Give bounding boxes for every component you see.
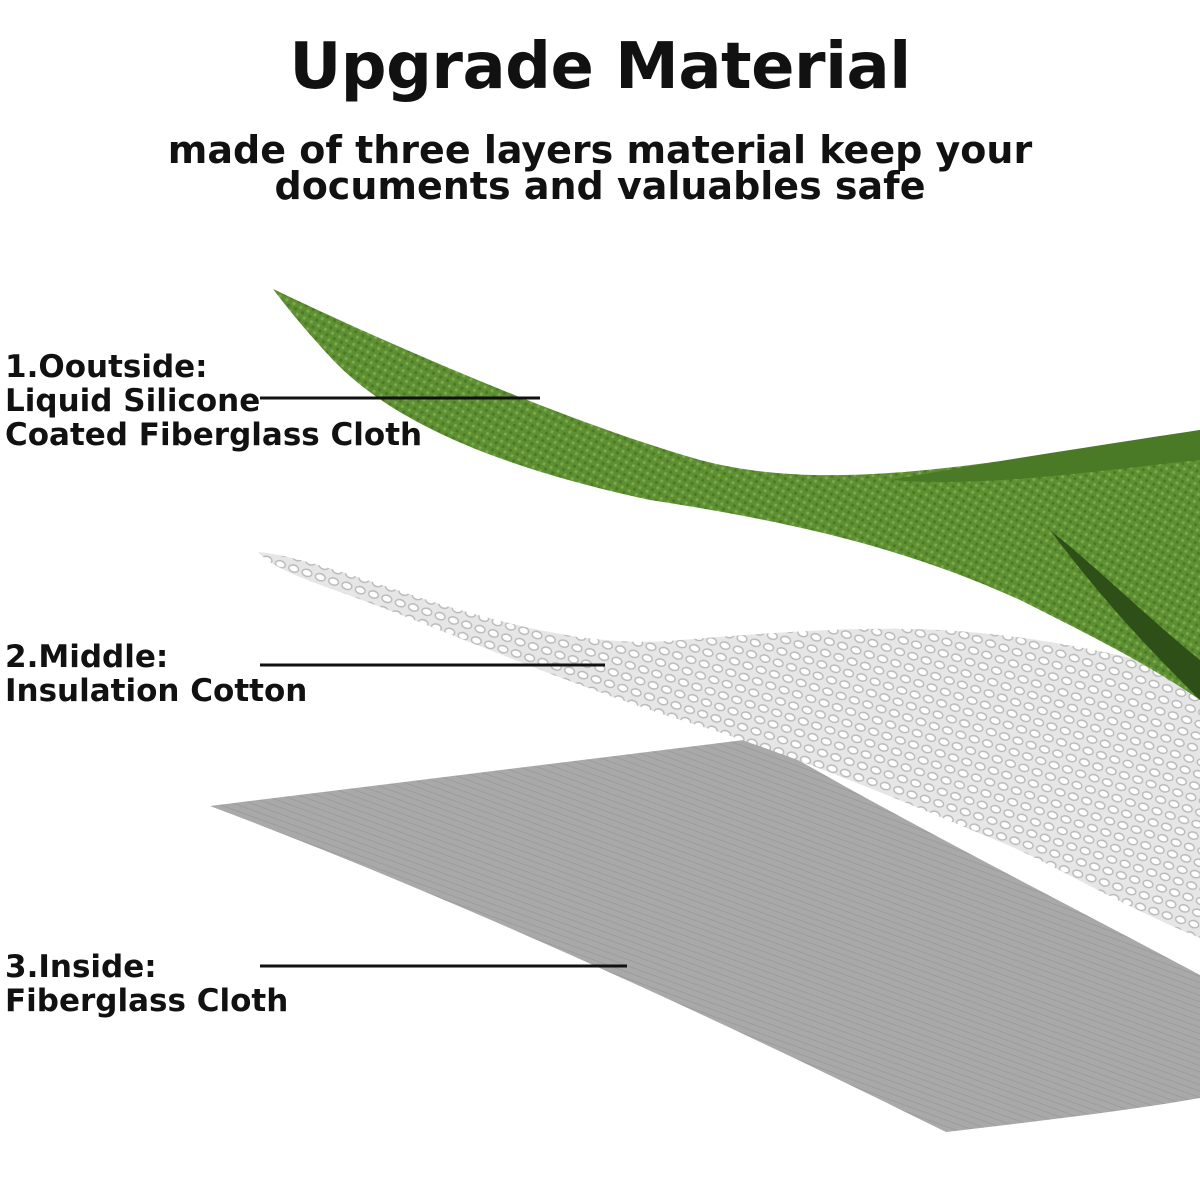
middle-layer-heading: 2.Middle: [5, 639, 169, 675]
page-title: Upgrade Material [289, 30, 911, 104]
outside-layer-line-1: Liquid Silicone [5, 383, 261, 419]
outside-layer-line-2: Coated Fiberglass Cloth [5, 417, 423, 453]
outside-layer-fold-shadow [1050, 530, 1200, 700]
outside-layer-label: 1.Ooutside: Liquid Silicone Coated Fiber… [5, 350, 422, 452]
outside-layer-heading: 1.Ooutside: [5, 349, 208, 385]
inside-layer-heading: 3.Inside: [5, 949, 157, 985]
page-subtitle: made of three layers material keep your … [167, 128, 1033, 208]
middle-layer-label: 2.Middle: Insulation Cotton [5, 640, 307, 708]
middle-layer-line-1: Insulation Cotton [5, 673, 308, 709]
outside-layer-sheet [273, 289, 1200, 700]
inside-layer-sheet [210, 738, 1200, 1132]
inside-layer-label: 3.Inside: Fiberglass Cloth [5, 950, 288, 1018]
inside-layer-line-1: Fiberglass Cloth [5, 983, 289, 1019]
middle-layer-sheet [258, 552, 1200, 938]
outside-layer-edge [890, 430, 1200, 482]
